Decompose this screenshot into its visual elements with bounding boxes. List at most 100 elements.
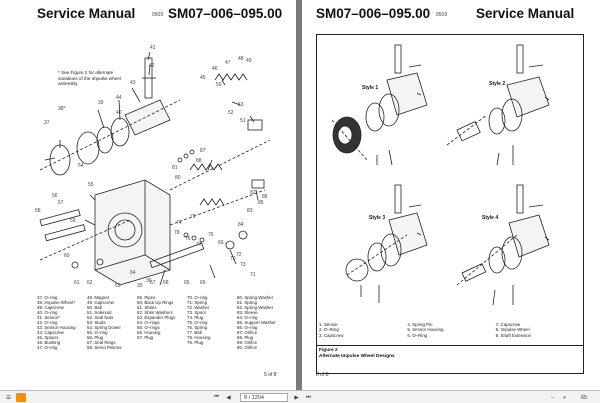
prev-page-icon[interactable]: ◀ [226, 394, 231, 401]
figure-label: Figure 2 [319, 348, 338, 353]
parts-list-item: 47. O–ring [37, 345, 58, 351]
callout-87: 87 [200, 148, 206, 154]
parts-list-item: 77. Ball [187, 330, 202, 336]
callout-57: 57 [58, 200, 64, 206]
parts-list-item: 73. Spool [187, 310, 206, 316]
parts-list-item: 84. O–ring [237, 315, 258, 321]
style-2-label: Style 2 [489, 81, 506, 87]
parts-list-item: 65. O–rings [137, 325, 160, 331]
legend-item: 5. Sensor Housing [407, 327, 444, 333]
parts-list-item: 62. Shim Washers [137, 310, 173, 316]
parts-list-item: 40. O–ring [37, 310, 58, 316]
zoom-in-icon[interactable]: + [562, 394, 567, 401]
legend-item: 8. Impulse Wheel [495, 327, 530, 333]
callout-64: 64 [130, 270, 136, 276]
callout-83: 83 [247, 208, 253, 214]
zoom-level[interactable]: 65 [580, 394, 588, 401]
next-page-icon[interactable]: ▶ [294, 394, 299, 401]
parts-list-item: 55. O–ring [87, 330, 108, 336]
parts-list-item: 89. Orifice [237, 340, 258, 346]
parts-list-item: 78. Housing [187, 335, 211, 341]
parts-list-item: 39. Capscrew [37, 305, 64, 311]
callout-88: 88 [196, 158, 202, 164]
parts-list-item: 57. Seal Rings [87, 340, 116, 346]
legend-item: 7. Capscrew [495, 322, 521, 327]
callout-71: 71 [250, 272, 256, 278]
parts-list-item: 72. Washer [187, 305, 210, 311]
parts-column-4: 70. O–ring 71. Spring 72. Washer 73. Spo… [187, 295, 235, 351]
legend-item: 6. O–Ring [407, 332, 428, 338]
parts-list-item: 74. Plug [187, 315, 204, 321]
legend-item: 4. Spring Pin [407, 322, 433, 327]
parts-list-item: 66. Housing [137, 330, 161, 336]
callout-41: 41 [150, 45, 156, 51]
parts-list-item: 87. Orifice [237, 330, 258, 336]
callout-72: 72 [236, 252, 242, 258]
callout-74: 74 [176, 220, 182, 226]
left-doc-number: SM07–006–095.00 [168, 6, 283, 21]
zoom-out-icon[interactable]: − [550, 394, 555, 401]
parts-list-item: 64. O–rings [137, 320, 160, 326]
figure-caption-text: Alternate Impulse Wheel Designs [319, 354, 395, 359]
callout-75: 75 [208, 232, 214, 238]
callout-46: 46 [212, 66, 218, 72]
parts-list-item: 54. Spring Dowel [87, 325, 121, 331]
left-date-code: 0509 [152, 12, 164, 18]
parts-list-item: 82. Spring Washer [237, 305, 274, 311]
parts-list-item: 58. Servo Pistons [87, 345, 122, 351]
right-page-footer: 6 of 8 [316, 372, 329, 378]
callout-47: 47 [225, 60, 231, 66]
callout-49: 49 [246, 58, 252, 64]
menu-icon[interactable]: ☰ [6, 394, 11, 401]
parts-list-item: 42. O–ring [37, 320, 58, 326]
viewer-toolbar: ☰ ⏮ ◀ 9 / 1204 ▶ ⏭ − + 65 [0, 390, 600, 403]
parts-list-item: 59. Pipes [137, 295, 156, 300]
right-date-code: 0509 [436, 12, 448, 18]
callout-68: 68 [163, 280, 169, 286]
parts-list-item: 38. Impulse Wheel* [37, 300, 76, 306]
parts-list-item: 83. Sleeve [237, 310, 258, 316]
callout-86: 86 [262, 194, 268, 200]
impulse-wheel-designs-diagram [331, 44, 550, 306]
right-page-title: Service Manual [476, 6, 575, 21]
style-1-label: Style 1 [362, 85, 379, 91]
parts-column-2: 48. Magnet 49. Capscrew 50. Ball 51. Sol… [87, 295, 135, 351]
parts-list-item: 50. Ball [87, 305, 102, 311]
callout-77: 77 [196, 242, 202, 248]
parts-list-item: 61. Shims [137, 305, 157, 311]
first-page-icon[interactable]: ⏮ [214, 394, 219, 400]
callout-78: 78 [174, 230, 180, 236]
parts-list-item: 48. Magnet [87, 295, 109, 300]
parts-list-item: 90. Orifice [237, 345, 258, 351]
callout-37: 37 [44, 120, 50, 126]
parts-list-item: 60. Back Up Rings [137, 300, 174, 306]
last-page-icon[interactable]: ⏭ [306, 394, 311, 400]
parts-list-item: 37. O–ring [37, 295, 58, 300]
parts-list-item: 43. Sensor Housing [37, 325, 76, 331]
parts-list-item: 75. O–ring [187, 320, 208, 326]
callout-67: 67 [150, 280, 156, 286]
page-number-input[interactable]: 9 / 1204 [240, 393, 288, 402]
callout-55: 55 [88, 182, 94, 188]
legend-item: 1. Sensor [319, 322, 338, 327]
parts-list-item: 45. Spacer [37, 335, 59, 341]
callout-82: 82 [250, 190, 256, 196]
parts-column-1: 37. O–ring 38. Impulse Wheel* 39. Capscr… [37, 295, 85, 351]
parts-list-item: 53. Studs [87, 320, 106, 326]
callout-35: 35 [137, 283, 143, 289]
callout-81: 81 [172, 165, 178, 171]
callout-42: 42 [149, 63, 155, 69]
parts-list-item: 88. Plug [237, 335, 254, 341]
callout-48: 48 [238, 56, 244, 62]
callout-63: 63 [115, 283, 121, 289]
callout-85: 85 [258, 200, 264, 206]
callout-69: 69 [218, 240, 224, 246]
parts-list-item: 67. Plug [137, 335, 154, 341]
exploded-view-diagram [39, 51, 271, 286]
parts-list-item: 86. O–ring [237, 325, 258, 331]
callout-39: 39 [98, 100, 104, 106]
figure-caption: Figure 2 Alternate Impulse Wheel Designs [316, 345, 584, 362]
parts-list-item: 51. Solenoid [87, 310, 112, 316]
legend-item: 9. Shaft Extension [495, 332, 532, 338]
parts-column-3: 59. Pipes 60. Back Up Rings 61. Shims 62… [137, 295, 185, 351]
